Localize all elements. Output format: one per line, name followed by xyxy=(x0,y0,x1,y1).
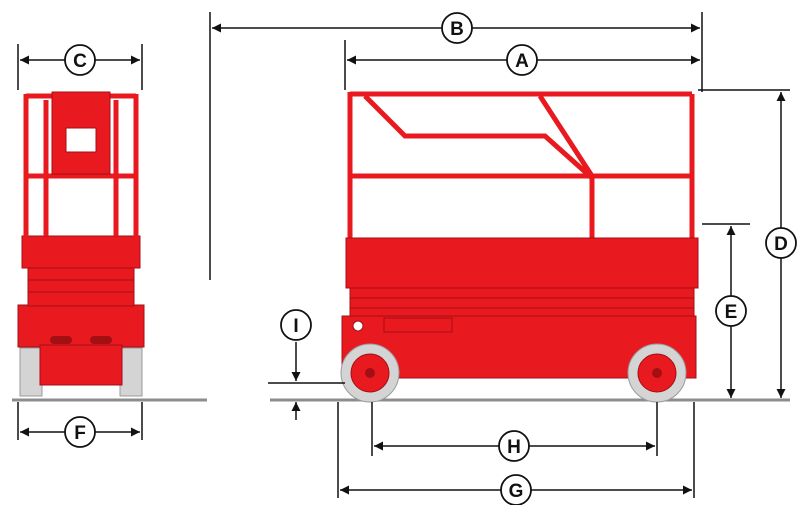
svg-text:E: E xyxy=(725,302,738,323)
side-platform-deck xyxy=(345,237,699,289)
label-e: E xyxy=(715,295,747,327)
label-f: F xyxy=(64,416,96,448)
side-scissor-stack xyxy=(349,287,695,317)
svg-text:A: A xyxy=(515,51,529,72)
label-g: G xyxy=(500,474,532,505)
svg-text:B: B xyxy=(450,19,464,40)
svg-text:G: G xyxy=(509,481,524,502)
label-i: I xyxy=(280,309,312,341)
label-c: C xyxy=(64,44,96,76)
side-guardrail xyxy=(347,91,695,238)
label-h: H xyxy=(498,430,530,462)
label-d: D xyxy=(765,227,797,259)
front-scissor-stack xyxy=(27,267,135,307)
svg-text:C: C xyxy=(73,51,87,72)
side-rear-wheel xyxy=(340,343,400,403)
svg-text:H: H xyxy=(507,437,521,458)
svg-text:I: I xyxy=(293,316,298,337)
front-lower-block xyxy=(39,344,123,386)
side-front-wheel xyxy=(627,343,687,403)
front-view-lift xyxy=(17,91,145,397)
front-gate-window xyxy=(65,127,97,153)
front-platform-deck xyxy=(21,235,141,269)
label-b: B xyxy=(441,12,473,44)
front-left-tire xyxy=(19,347,43,397)
label-a: A xyxy=(506,44,538,76)
svg-text:D: D xyxy=(774,234,788,255)
svg-text:F: F xyxy=(74,423,86,444)
front-chassis xyxy=(17,304,145,348)
side-view-lift xyxy=(340,91,699,403)
front-right-tire xyxy=(119,347,143,397)
